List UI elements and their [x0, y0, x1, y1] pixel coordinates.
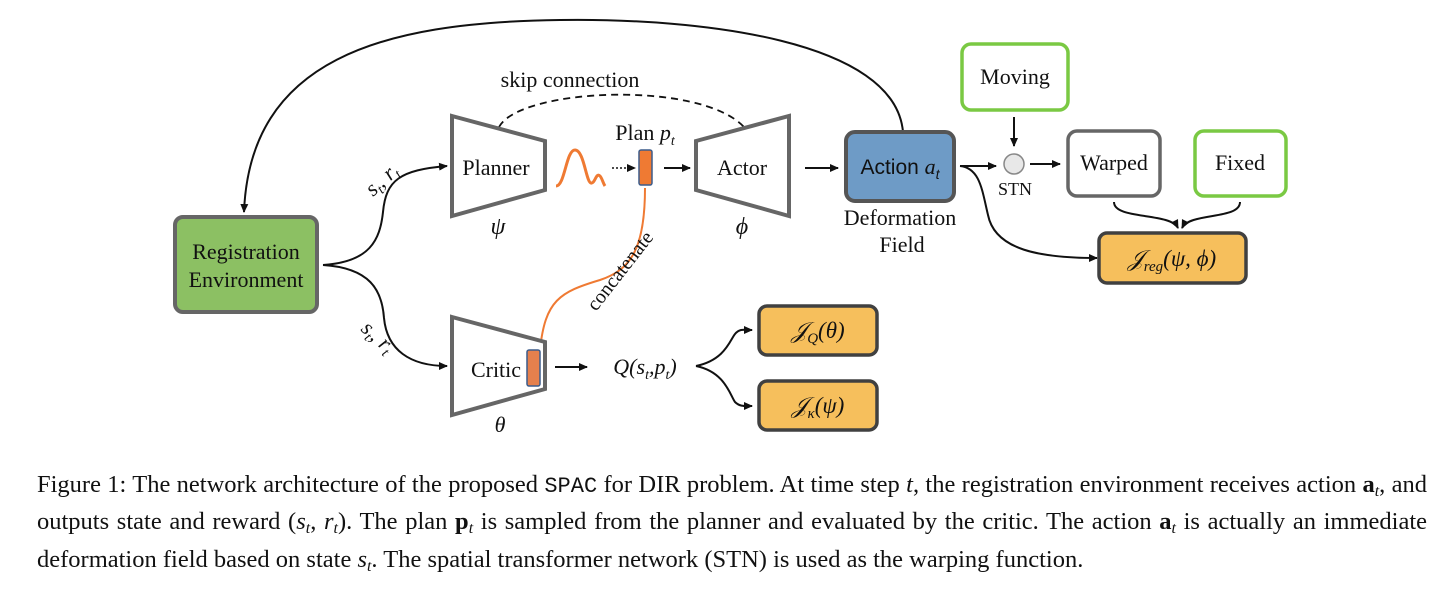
critic-node — [450, 314, 547, 418]
j-kappa-objective — [757, 379, 879, 432]
j-q-label: 𝒥Q(θ) — [790, 318, 844, 347]
svg-text:concatenate: concatenate — [583, 227, 659, 315]
warped-node — [1066, 129, 1162, 198]
action-label: Action at — [860, 154, 940, 182]
planner-label: Planner — [462, 155, 530, 180]
warped-label: Warped — [1080, 150, 1148, 175]
environment-label-line1: Registration — [192, 239, 300, 264]
feedback-edge — [240, 18, 904, 213]
plan-label: Plan pt — [615, 120, 676, 149]
deformation-field-line2: Field — [879, 232, 924, 257]
deformation-field-line1: Deformation — [844, 205, 956, 230]
fixed-label: Fixed — [1215, 150, 1265, 175]
moving-node — [960, 42, 1070, 112]
skip-connection-label: skip connection — [501, 67, 640, 92]
figure-caption: Figure 1: The network architecture of th… — [37, 471, 1428, 575]
stn-node — [1003, 153, 1025, 175]
critic-plan-slot — [526, 349, 541, 387]
critic-param: θ — [495, 412, 506, 437]
j-kappa-label: 𝒥κ(ψ) — [791, 393, 845, 422]
actor-node — [694, 113, 791, 219]
svg-text:st, rt: st, rt — [355, 315, 401, 361]
j-reg-label: 𝒥reg(ψ, ϕ) — [1127, 246, 1216, 275]
architecture-diagram: skip connection Registration Environment… — [173, 18, 1288, 437]
critic-label: Critic — [471, 357, 521, 382]
distribution-curve-icon — [555, 148, 607, 188]
state-reward-label-top: st, rt — [360, 157, 406, 203]
warped-to-jreg-edge — [1113, 201, 1179, 229]
registration-environment-node — [173, 215, 319, 314]
env-to-planner-edge — [322, 162, 448, 266]
fixed-node — [1193, 129, 1288, 198]
concatenate-edge — [535, 187, 646, 351]
j-q-objective — [757, 304, 879, 357]
q-to-jq-edge — [695, 325, 753, 367]
moving-label: Moving — [980, 64, 1050, 89]
j-reg-objective — [1097, 231, 1248, 285]
planner-param: ψ — [491, 214, 507, 240]
stn-label: STN — [998, 179, 1032, 199]
q-to-jkappa-edge — [695, 365, 753, 411]
action-to-jreg-edge — [959, 165, 1098, 262]
planner-node — [450, 113, 547, 219]
q-value-label: Q(st,pt) — [613, 354, 676, 383]
plan-vector — [638, 149, 653, 186]
method-name: SPAC — [544, 474, 598, 499]
action-node — [844, 130, 956, 203]
skip-connection-edge — [498, 93, 745, 128]
environment-label-line2: Environment — [189, 267, 304, 292]
actor-label: Actor — [717, 155, 768, 180]
svg-text:st, rt: st, rt — [360, 157, 406, 203]
actor-param: ϕ — [736, 214, 748, 240]
env-to-critic-edge — [322, 264, 448, 370]
fixed-to-jreg-edge — [1181, 201, 1241, 229]
concatenate-label: concatenate — [583, 227, 659, 315]
state-reward-label-bottom: st, rt — [355, 315, 401, 361]
